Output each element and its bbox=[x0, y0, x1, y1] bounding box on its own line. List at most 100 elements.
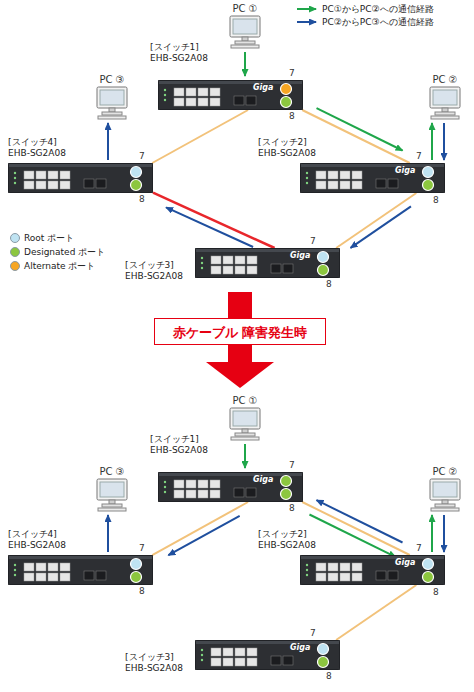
port-number: 8 bbox=[433, 195, 439, 205]
pc-icon bbox=[94, 86, 130, 120]
network-cable bbox=[302, 502, 410, 555]
traffic-arrow bbox=[317, 500, 403, 542]
legend-text: Designated ポート bbox=[24, 247, 105, 258]
switch-name: [スイッチ2] bbox=[258, 529, 316, 540]
port-number: 8 bbox=[289, 503, 295, 513]
legend-arrow bbox=[296, 17, 318, 27]
brand-logo: Giga bbox=[253, 475, 273, 485]
switch-device bbox=[195, 248, 340, 278]
brand-logo: Giga bbox=[290, 643, 310, 653]
legend-arrow bbox=[296, 4, 318, 14]
network-switch: [スイッチ1]EHB-SG2A08 bbox=[158, 80, 303, 110]
pc-icon bbox=[227, 407, 263, 441]
pc-terminal: PC ① bbox=[227, 3, 263, 49]
legend-swatch bbox=[10, 261, 20, 271]
port-number: 8 bbox=[289, 111, 295, 121]
brand-logo: Giga bbox=[253, 83, 273, 93]
model-name: EHB-SG2A08 bbox=[258, 540, 316, 551]
legend-row: Root ポート bbox=[10, 232, 74, 244]
switch-label: [スイッチ4]EHB-SG2A08 bbox=[8, 137, 66, 159]
model-name: EHB-SG2A08 bbox=[258, 148, 316, 159]
network-switch: [スイッチ3]EHB-SG2A08 bbox=[195, 640, 340, 670]
legend-text: Alternate ポート bbox=[24, 261, 95, 272]
traffic-arrow bbox=[168, 516, 239, 555]
port-number: 7 bbox=[310, 628, 316, 638]
switch-device bbox=[8, 555, 153, 585]
network-cable bbox=[152, 110, 248, 163]
port-number: 7 bbox=[416, 543, 422, 553]
pc-terminal: PC ③ bbox=[94, 466, 130, 512]
switch-device bbox=[300, 163, 445, 193]
model-name: EHB-SG2A08 bbox=[150, 445, 208, 456]
traffic-arrow bbox=[351, 206, 411, 247]
switch-name: [スイッチ3] bbox=[125, 652, 183, 663]
brand-logo: Giga bbox=[290, 251, 310, 261]
switch-device bbox=[158, 80, 303, 110]
switch-label: [スイッチ2]EHB-SG2A08 bbox=[258, 137, 316, 159]
legend-row: Designated ポート bbox=[10, 246, 105, 258]
network-cable bbox=[152, 502, 248, 555]
network-switch: [スイッチ2]EHB-SG2A08 bbox=[300, 555, 445, 585]
traffic-arrow bbox=[443, 515, 445, 552]
switch-device bbox=[8, 163, 153, 193]
port-number: 8 bbox=[326, 279, 332, 289]
legend-text: PC①からPC②への通信経路 bbox=[322, 4, 434, 15]
switch-name: [スイッチ2] bbox=[258, 137, 316, 148]
model-name: EHB-SG2A08 bbox=[8, 148, 66, 159]
network-switch: [スイッチ1]EHB-SG2A08 bbox=[158, 472, 303, 502]
switch-label: [スイッチ2]EHB-SG2A08 bbox=[258, 529, 316, 551]
pc-name: PC ② bbox=[432, 74, 457, 86]
model-name: EHB-SG2A08 bbox=[125, 663, 183, 674]
legend-text: Root ポート bbox=[24, 233, 74, 244]
pc-icon bbox=[427, 478, 463, 512]
pc-name: PC ① bbox=[232, 395, 257, 407]
legend-row: Alternate ポート bbox=[10, 260, 95, 272]
pc-name: PC ③ bbox=[99, 466, 124, 478]
traffic-arrow bbox=[107, 515, 109, 552]
network-cable bbox=[153, 193, 275, 248]
switch-label: [スイッチ4]EHB-SG2A08 bbox=[8, 529, 66, 551]
switch-label: [スイッチ3]EHB-SG2A08 bbox=[125, 652, 183, 674]
switch-name: [スイッチ1] bbox=[150, 42, 208, 53]
traffic-arrow bbox=[107, 123, 109, 160]
switch-name: [スイッチ4] bbox=[8, 137, 66, 148]
switch-label: [スイッチ1]EHB-SG2A08 bbox=[150, 434, 208, 456]
legend-row: PC②からPC③への通信経路 bbox=[296, 16, 434, 28]
traffic-arrow bbox=[244, 444, 246, 468]
network-switch: [スイッチ4]EHB-SG2A08 bbox=[8, 163, 153, 193]
port-number: 7 bbox=[289, 68, 295, 78]
port-number: 7 bbox=[310, 236, 316, 246]
network-switch: [スイッチ3]EHB-SG2A08 bbox=[195, 248, 340, 278]
port-number: 8 bbox=[326, 671, 332, 681]
network-cable bbox=[336, 193, 416, 248]
banner-text: 赤ケーブル 障害発生時 bbox=[173, 325, 308, 340]
traffic-arrow bbox=[443, 123, 445, 160]
switch-device bbox=[158, 472, 303, 502]
traffic-arrow bbox=[244, 52, 246, 76]
port-number: 8 bbox=[139, 194, 145, 204]
traffic-arrow bbox=[166, 207, 253, 247]
model-name: EHB-SG2A08 bbox=[125, 271, 183, 282]
pc-terminal: PC ② bbox=[427, 466, 463, 512]
traffic-arrow bbox=[309, 514, 395, 556]
port-number: 8 bbox=[139, 586, 145, 596]
pc-icon bbox=[427, 86, 463, 120]
pc-name: PC ② bbox=[432, 466, 457, 478]
switch-name: [スイッチ3] bbox=[125, 260, 183, 271]
switch-name: [スイッチ1] bbox=[150, 434, 208, 445]
network-switch: [スイッチ2]EHB-SG2A08 bbox=[300, 163, 445, 193]
pc-name: PC ① bbox=[232, 3, 257, 15]
failure-banner: 赤ケーブル 障害発生時 bbox=[154, 318, 327, 345]
network-switch: [スイッチ4]EHB-SG2A08 bbox=[8, 555, 153, 585]
traffic-arrow bbox=[317, 108, 403, 150]
switch-label: [スイッチ1]EHB-SG2A08 bbox=[150, 42, 208, 64]
port-number: 7 bbox=[416, 151, 422, 161]
legend-swatch bbox=[10, 233, 20, 243]
legend-text: PC②からPC③への通信経路 bbox=[322, 17, 434, 28]
legend-row: PC①からPC②への通信経路 bbox=[296, 3, 434, 15]
pc-icon bbox=[94, 478, 130, 512]
switch-device bbox=[195, 640, 340, 670]
pc-terminal: PC ① bbox=[227, 395, 263, 441]
arrow-head bbox=[206, 362, 274, 388]
